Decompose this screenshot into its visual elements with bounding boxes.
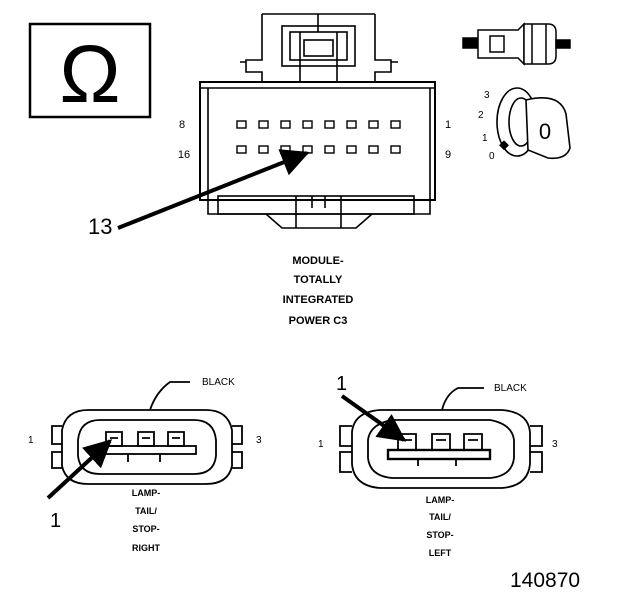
module-callout-arrow	[117, 149, 310, 230]
module-title-line-2: TOTALLY	[294, 274, 343, 286]
module-title-line-4: POWER C3	[289, 315, 348, 327]
module-pin-cavities	[236, 120, 401, 154]
right-lamp-callout-number: 1	[50, 510, 61, 532]
figure-number: 140870	[510, 569, 580, 592]
key-symbol: 3 2 1 0 0	[478, 87, 571, 162]
key-position-0: 0	[489, 151, 495, 162]
module-pin-label-8: 8	[179, 119, 185, 131]
module-callout-number: 13	[88, 214, 112, 239]
left-lamp-title-line-4: LEFT	[429, 548, 452, 558]
left-lamp-color-label: BLACK	[494, 383, 527, 394]
right-lamp-title-line-3: STOP-	[132, 524, 159, 534]
module-pin-label-9: 9	[445, 149, 451, 161]
left-lamp-connector	[339, 387, 543, 489]
right-lamp-title: LAMP- TAIL/ STOP- RIGHT	[132, 488, 161, 553]
key-label: 0	[539, 119, 551, 144]
module-title-line-1: MODULE-	[292, 255, 344, 267]
module-pin-label-16: 16	[178, 149, 190, 161]
right-lamp-color-label: BLACK	[202, 377, 235, 388]
left-lamp-title-line-2: TAIL/	[429, 512, 451, 522]
key-position-2: 2	[478, 110, 484, 121]
right-lamp-callout-arrow	[46, 439, 113, 500]
module-connector	[199, 13, 436, 229]
ohm-icon: Ω	[59, 29, 120, 120]
right-lamp-pin-1: 1	[28, 435, 34, 446]
left-lamp-callout-number: 1	[336, 373, 347, 395]
right-lamp-connector	[51, 381, 243, 485]
module-title-line-3: INTEGRATED	[283, 294, 354, 306]
ohm-symbol-box: Ω	[28, 22, 152, 120]
module-title: MODULE- TOTALLY INTEGRATED POWER C3	[283, 255, 354, 327]
left-lamp-pin-3: 3	[552, 439, 558, 450]
right-lamp-title-line-2: TAIL/	[135, 506, 157, 516]
left-lamp-title-line-3: STOP-	[426, 530, 453, 540]
right-lamp-title-line-4: RIGHT	[132, 543, 161, 553]
left-lamp-callout-arrow	[340, 394, 407, 442]
key-position-3: 3	[484, 90, 490, 101]
right-lamp-title-line-1: LAMP-	[132, 488, 161, 498]
right-lamp-pin-3: 3	[256, 435, 262, 446]
left-lamp-pin-1: 1	[318, 439, 324, 450]
left-lamp-title-line-1: LAMP-	[426, 495, 455, 505]
left-lamp-title: LAMP- TAIL/ STOP- LEFT	[426, 495, 455, 558]
module-pin-label-1: 1	[445, 119, 451, 131]
key-position-1: 1	[482, 133, 488, 144]
plug-icon	[462, 22, 571, 66]
